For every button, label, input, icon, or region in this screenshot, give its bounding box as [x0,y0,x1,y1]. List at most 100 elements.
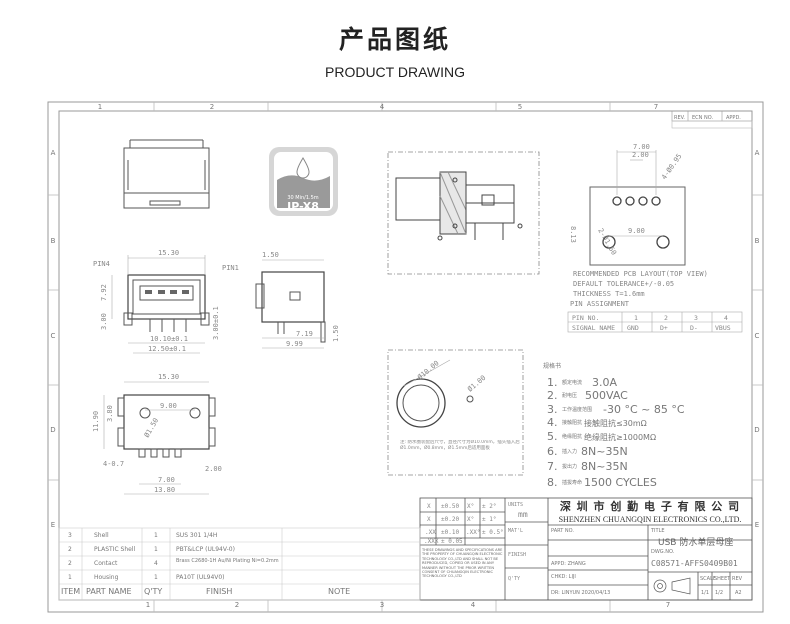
svg-text:.XX: .XX [425,529,436,536]
bottom-dim-b1: 7.00 [158,476,175,484]
pcb-dim-3: 4-Ø0.95 [660,152,683,181]
round-section-view: Ø10.00 Ø1.00 注: 防水圈装配后尺寸，直径尺寸为Ø10.0mm，插头… [387,349,524,476]
frame-rrow-d: D [754,426,759,434]
side-dim-right: 1.50 [332,325,340,342]
spec-5-label: 绝缘阻抗 [562,433,582,440]
ip-x8-badge: 30 Min/1.5m IP-X8 [269,147,338,216]
svg-text:±0.50: ±0.50 [441,503,459,510]
frame-bcol-7: 7 [666,601,670,609]
svg-text:PLASTIC Shell: PLASTIC Shell [94,546,136,553]
spec-6-value: 8N~35N [581,445,628,458]
scale-label: SCALE [700,576,716,582]
connector-top-view [123,139,210,209]
svg-text:±0.20: ±0.20 [441,516,459,523]
specifications: 规格书 1. 额定电流 3.0A 2. 耐电压 500VAC 3. 工作温度范围… [543,362,685,489]
svg-text:1: 1 [154,532,158,539]
ip-badge-rating: IP-X8 [287,200,319,213]
signal-1: GND [627,324,639,332]
bom-h-item: ITEM [61,587,80,596]
round-dim-outer: Ø10.00 [416,359,441,381]
company-name-en: SHENZHEN CHUANGQIN ELECTRONICS CO.,LTD. [559,515,742,524]
pin-3: 3 [694,314,698,322]
proprietary-note: THESE DRAWINGS AND SPECIFICATIONS ARE TH… [422,548,503,579]
front-dim-left2: 3.00 [100,313,108,330]
bottom-dim-inner: 9.00 [160,402,177,410]
spec-1-value: 3.0A [592,376,617,389]
svg-text:4: 4 [154,560,158,567]
pcb-dim-2: 2.00 [632,151,649,159]
spec-2-num: 2. [547,389,558,402]
round-dim-hole: Ø1.00 [466,374,487,394]
spec-3-label: 工作温度范围 [562,406,592,413]
specs-title: 规格书 [543,362,561,370]
svg-text:1: 1 [154,574,158,581]
svg-text:.XXX: .XXX [424,538,439,545]
title-value: USB 防水单层母座 [658,536,733,548]
svg-text:Shell: Shell [94,532,109,539]
projection-symbol [653,577,691,595]
signal-3: D- [690,324,698,332]
svg-text:±0.10: ±0.10 [441,529,459,536]
pin-2: 2 [664,314,668,322]
side-dim-b2: 9.99 [286,340,303,348]
pcb-dim-6: 8.13 [569,226,577,243]
company-name-cn: 深 圳 市 创 勤 电 子 有 限 公 司 [560,499,740,513]
frame-row-e: E [51,521,55,529]
bottom-dim-top: 15.30 [158,373,179,381]
frame-rrow-b: B [755,237,760,245]
rev-value: A2 [735,590,742,596]
bottom-dim-b2: 13.80 [154,486,175,494]
frame-bcol-4: 4 [471,601,476,609]
title-label: TITLE [650,528,665,534]
signal-4: VBUS [715,324,731,332]
svg-text:PA10T (UL94V0): PA10T (UL94V0) [176,574,225,581]
pin-assignment-title: PIN ASSIGNMENT [570,300,630,308]
pin-1: 1 [634,314,638,322]
bottom-dim-bl: 4-0.7 [103,460,124,468]
section-view [387,151,540,275]
bom-h-finish: FINISH [206,587,232,596]
svg-text:2: 2 [68,560,72,567]
pcb-caption-1: RECOMMENDED PCB LAYOUT(TOP VIEW) [573,270,708,278]
svg-text:Brass C2680-1H Au/Ni Plating: Brass C2680-1H Au/Ni Plating Ni=0.2mm [176,558,279,564]
appd-label: APPD: ZHANG [551,561,586,567]
pcb-layout: 7.00 2.00 4-Ø0.95 2-Ø1.50 9.00 8.13 RECO… [569,143,708,298]
ip-badge-sub: 30 Min/1.5m [287,195,318,201]
sheet-value: 1/2 [715,590,723,596]
svg-text:1: 1 [154,546,158,553]
bottom-dim-br: 2.00 [205,465,222,473]
frame-row-d: D [50,426,55,434]
units-label: UNITS [508,502,523,508]
frame-col-5: 5 [518,103,522,111]
dwg-no-label: DWG.NO. [651,549,675,555]
svg-text:PBT&LCP (UL94V-0): PBT&LCP (UL94V-0) [176,546,235,553]
frame-row-c: C [51,332,56,340]
part-no-label: PART NO. [551,528,574,534]
connector-side-view: 1.50 7.19 9.99 1.50 [255,251,340,349]
spec-7-num: 7. [547,460,558,473]
signal-row-label: SIGNAL NAME [572,324,615,332]
spec-4-num: 4. [547,416,558,429]
pin1-label: PIN1 [222,264,239,272]
bottom-dim-hole: Ø1.50 [143,417,160,439]
pin-assignment-table: PIN ASSIGNMENT PIN NO. 1 2 3 4 SIGNAL NA… [567,300,743,333]
rev-label: REV [732,576,743,582]
frame-col-7: 7 [654,103,658,111]
matl-label: MAT'L [508,528,523,534]
appd-header: APPD. [726,115,741,121]
spec-6-label: 插入力 [562,448,577,455]
side-dim-top: 1.50 [262,251,279,259]
spec-8-value: 1500 CYCLES [584,476,657,489]
front-dim-left1: 7.92 [100,284,108,301]
pcb-dim-1: 7.00 [633,143,650,151]
spec-5-value: 绝缘阻抗≥1000MΩ [584,432,656,442]
frame-col-1: 1 [98,103,102,111]
svg-text:X: X [427,516,431,523]
svg-text:3: 3 [68,532,72,539]
spec-6-num: 6. [547,445,558,458]
scale-value: 1/1 [701,590,709,596]
svg-text:± 2°: ± 2° [482,503,496,510]
spec-8-label: 插拔寿命 [562,479,582,486]
